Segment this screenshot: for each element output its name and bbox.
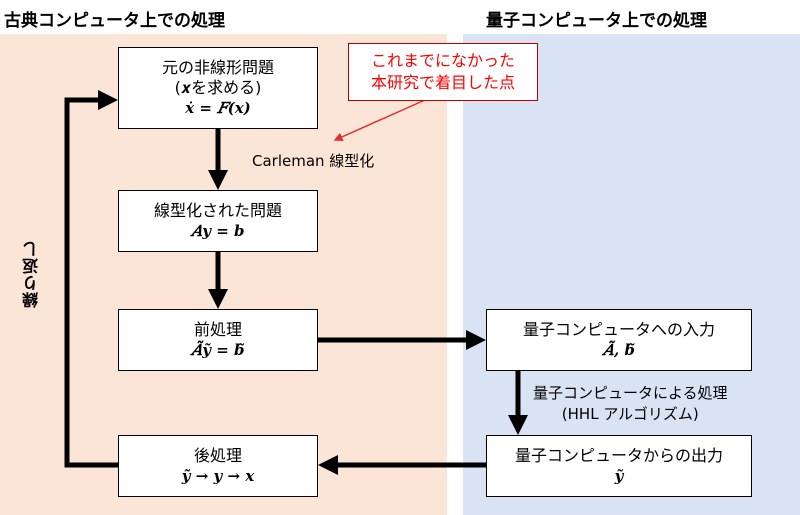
quantum-processing-line-1: 量子コンピュータによる処理 xyxy=(533,384,728,402)
classical-heading: 古典コンピュータ上での処理 xyxy=(4,11,225,31)
quantum-processing-label: 量子コンピュータによる処理 (HHL アルゴリズム) xyxy=(533,383,728,425)
carleman-label: Carleman 線型化 xyxy=(252,152,375,170)
quantum-output-box: 量子コンピュータからの出力 𝒚̃ xyxy=(486,435,752,497)
quantum-input-equation: 𝐴̃, 𝒃̃ xyxy=(603,341,635,359)
arrow-repeat-loop xyxy=(64,90,118,468)
original-problem-subtitle: (𝒙を求める) xyxy=(174,78,262,97)
quantum-input-title: 量子コンピュータへの入力 xyxy=(522,320,715,339)
original-problem-box: 元の非線形問題 (𝒙を求める) 𝒙̇ = 𝐹(𝒙) xyxy=(118,47,318,129)
quantum-output-equation: 𝒚̃ xyxy=(614,467,624,485)
repeat-label: 繰り返し xyxy=(22,240,41,308)
linearized-problem-equation: 𝐴𝒚 = 𝒃 xyxy=(191,222,245,240)
original-problem-equation: 𝒙̇ = 𝐹(𝒙) xyxy=(185,99,251,117)
postprocess-box: 後処理 𝒚̃ → 𝒚 → 𝒙 xyxy=(118,435,318,497)
preprocess-box: 前処理 𝐴̃𝒚̃ = 𝒃̃ xyxy=(118,309,318,371)
quantum-heading: 量子コンピュータ上での処理 xyxy=(486,11,707,31)
postprocess-title: 後処理 xyxy=(193,446,242,465)
research-focus-callout: これまでになかった 本研究で着目した点 xyxy=(348,43,538,101)
preprocess-title: 前処理 xyxy=(193,320,242,339)
linearized-problem-title: 線型化された問題 xyxy=(153,201,282,220)
quantum-processing-line-2: (HHL アルゴリズム) xyxy=(561,405,699,423)
postprocess-equation: 𝒚̃ → 𝒚 → 𝒙 xyxy=(181,467,255,485)
callout-line-2: 本研究で着目した点 xyxy=(370,73,515,92)
quantum-input-box: 量子コンピュータへの入力 𝐴̃, 𝒃̃ xyxy=(486,309,752,371)
quantum-output-title: 量子コンピュータからの出力 xyxy=(514,446,723,465)
callout-line-1: これまでになかった xyxy=(370,51,515,70)
linearized-problem-box: 線型化された問題 𝐴𝒚 = 𝒃 xyxy=(118,190,318,252)
preprocess-equation: 𝐴̃𝒚̃ = 𝒃̃ xyxy=(191,341,245,359)
callout-arrow xyxy=(333,99,426,142)
original-problem-title: 元の非線形問題 xyxy=(161,58,274,77)
